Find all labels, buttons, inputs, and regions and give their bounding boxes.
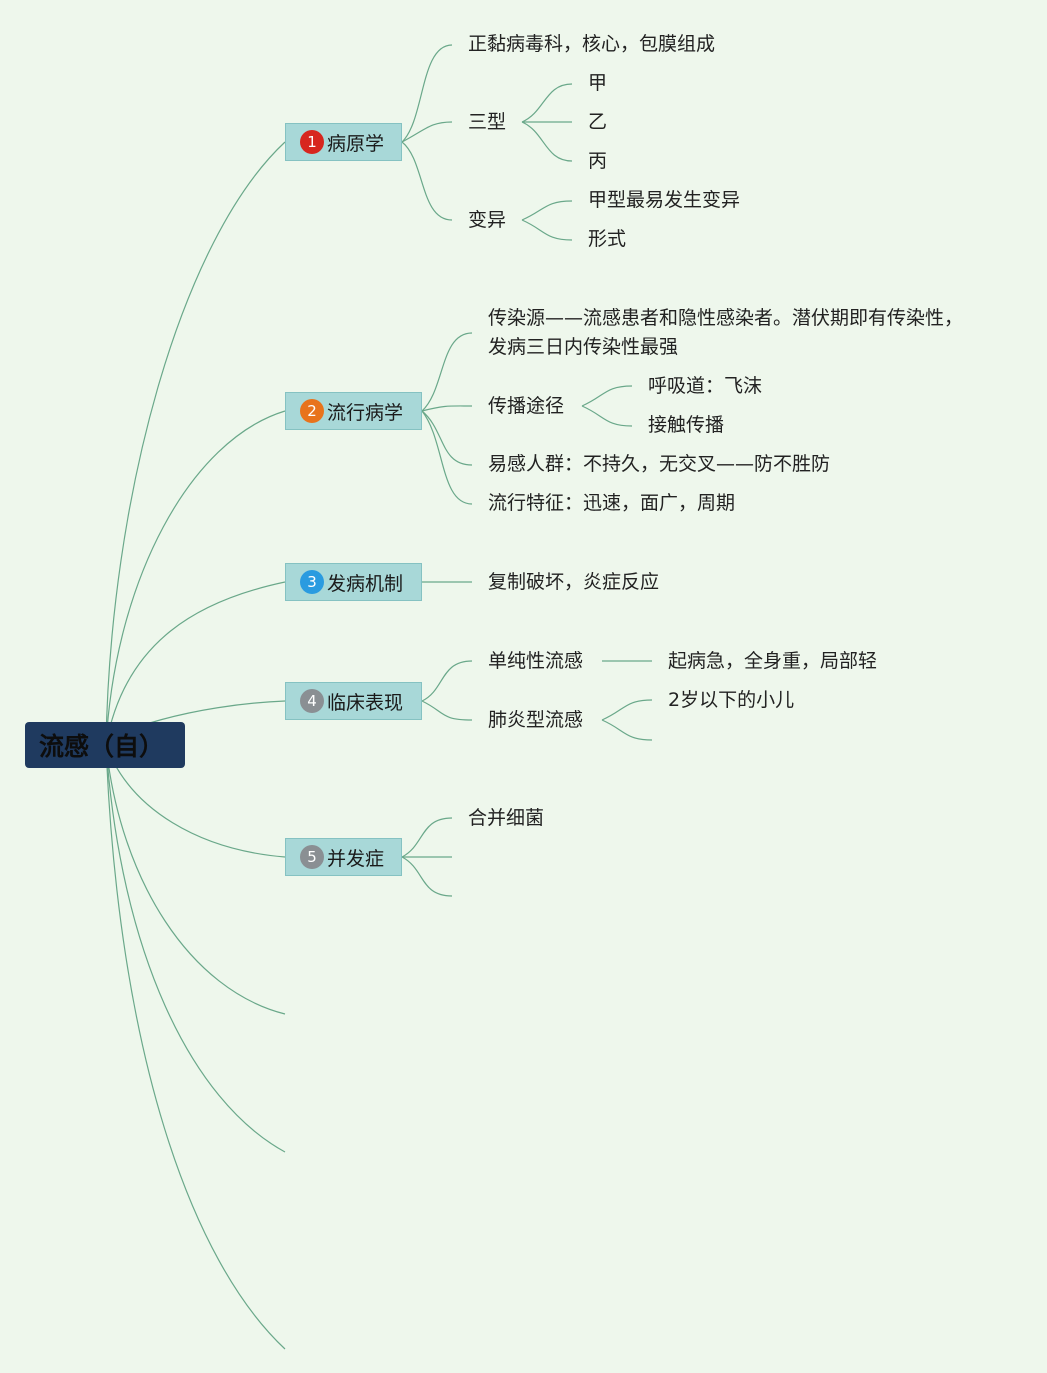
leaf-source-line1: 传染源——流感患者和隐性感染者。潜伏期即有传染性， (488, 307, 964, 329)
leaf-source-line2: 发病三日内传染性最强 (488, 336, 679, 358)
leaf-susceptible[interactable]: 易感人群：不持久，无交叉——防不胜防 (488, 453, 831, 475)
branch-label-epidemiology: 流行病学 (327, 401, 404, 424)
leaf-type-b[interactable]: 乙 (588, 111, 608, 133)
branch-epidemiology[interactable]: 2 流行病学 (285, 392, 422, 430)
leaf-pathogenesis[interactable]: 复制破坏，炎症反应 (488, 571, 660, 593)
number-badge-4: 4 (300, 689, 324, 713)
branch-pathogenesis[interactable]: 3 发病机制 (285, 563, 422, 601)
number-badge-1: 1 (300, 130, 324, 154)
number-badge-5: 5 (300, 845, 324, 869)
root-topic[interactable]: 流感（自） (25, 722, 185, 768)
leaf-pneumonia-flu-detail[interactable]: 2岁以下的小儿 (668, 689, 795, 711)
number-badge-2: 2 (300, 399, 324, 423)
branch-label-clinical: 临床表现 (327, 691, 404, 714)
root-label: 流感（自） (39, 732, 165, 761)
leaf-route[interactable]: 传播途径 (488, 395, 565, 417)
leaf-bacterial[interactable]: 合并细菌 (468, 807, 545, 829)
leaf-variation[interactable]: 变异 (468, 209, 507, 231)
number-badge-3: 3 (300, 570, 324, 594)
leaf-variation-a[interactable]: 甲型最易发生变异 (588, 189, 741, 211)
leaf-pneumonia-flu[interactable]: 肺炎型流感 (488, 709, 584, 731)
branch-pathogen[interactable]: 1 病原学 (285, 123, 402, 161)
leaf-variation-form[interactable]: 形式 (588, 228, 627, 250)
leaf-type-c[interactable]: 丙 (588, 150, 608, 172)
branch-complications[interactable]: 5 并发症 (285, 838, 402, 876)
branch-label-complications: 并发症 (327, 847, 385, 870)
leaf-composition[interactable]: 正黏病毒科，核心，包膜组成 (468, 33, 716, 55)
branch-label-pathogenesis: 发病机制 (327, 572, 404, 595)
leaf-simple-flu[interactable]: 单纯性流感 (488, 650, 584, 672)
branch-label-pathogen: 病原学 (327, 132, 385, 155)
leaf-source[interactable]: 传染源——流感患者和隐性感染者。潜伏期即有传染性， 发病三日内传染性最强 (488, 304, 963, 362)
leaf-simple-flu-detail[interactable]: 起病急，全身重，局部轻 (668, 650, 878, 672)
leaf-types[interactable]: 三型 (468, 111, 507, 133)
leaf-type-a[interactable]: 甲 (588, 72, 608, 94)
leaf-route-contact[interactable]: 接触传播 (648, 414, 725, 436)
branch-clinical[interactable]: 4 临床表现 (285, 682, 422, 720)
leaf-route-respiratory[interactable]: 呼吸道：飞沫 (648, 375, 763, 397)
leaf-features[interactable]: 流行特征：迅速，面广，周期 (488, 492, 736, 514)
